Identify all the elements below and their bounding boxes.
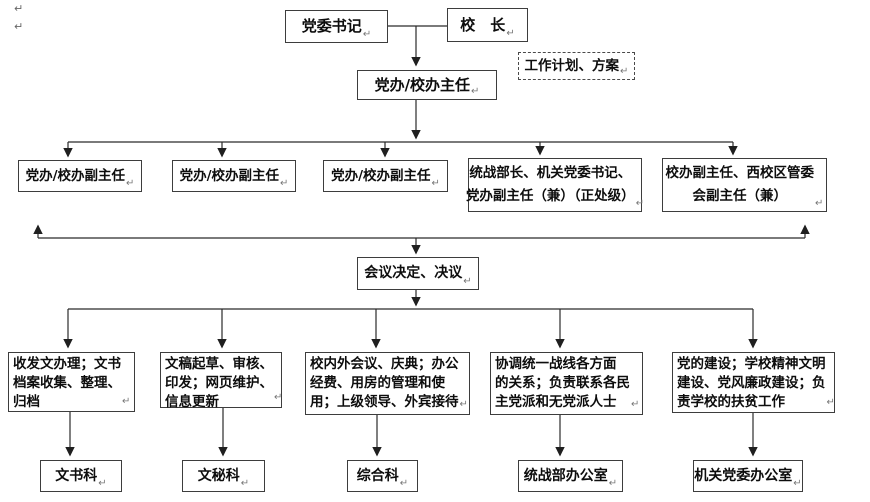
node-label: 统战部长、机关党委书记、 党办副主任（兼）（正处级） bbox=[465, 165, 635, 204]
duty-meetings-funds: 校内外会议、庆典；办公 经费、用房的管理和使 用；上级领导、外宾接待↵ bbox=[305, 352, 470, 415]
node-label: 党办/校办副主任 bbox=[25, 167, 126, 184]
duty-document-handling: 收发文办理；文书 档案收集、整理、 归档↵ bbox=[8, 352, 135, 412]
return-mark: ↵ bbox=[631, 399, 640, 410]
dept-label: 文书科 bbox=[55, 467, 98, 484]
duty-label: 文稿起草、审核、 印发；网页维护、 信息更新 bbox=[165, 356, 273, 410]
node-label: 党办/校办主任 bbox=[374, 75, 471, 94]
duty-label: 收发文办理；文书 档案收集、整理、 归档 bbox=[13, 356, 121, 410]
duty-label: 校内外会议、庆典；办公 经费、用房的管理和使 用；上级领导、外宾接待 bbox=[310, 356, 459, 410]
return-mark: ↵ bbox=[274, 392, 283, 403]
duty-drafting-web: 文稿起草、审核、 印发；网页维护、 信息更新↵ bbox=[160, 352, 283, 410]
duty-label: 协调统一战线各方面 的关系；负责联系各民 主党派和无党派人士 bbox=[495, 356, 630, 410]
node-meeting-decision: 会议决定、决议↵ bbox=[357, 257, 479, 290]
return-mark: ↵ bbox=[280, 178, 289, 189]
return-mark: ↵ bbox=[459, 399, 468, 410]
paragraph-mark: ↵ bbox=[14, 20, 24, 33]
node-west-campus-deputy: 校办副主任、西校区管委 会副主任（兼）↵ bbox=[662, 158, 827, 212]
dept-united-front-office: 统战部办公室↵ bbox=[518, 460, 623, 492]
node-label: 会议决定、决议 bbox=[364, 265, 463, 282]
dept-general-section: 综合科↵ bbox=[347, 460, 418, 492]
return-mark: ↵ bbox=[122, 396, 131, 407]
return-mark: ↵ bbox=[362, 29, 372, 40]
duty-party-building: 党的建设；学校精神文明 建设、党风廉政建设；负 责学校的扶贫工作↵ bbox=[672, 352, 835, 413]
annotation-work-plan: 工作计划、方案↵ bbox=[518, 52, 635, 80]
node-president: 校 长↵ bbox=[447, 8, 528, 42]
return-mark: ↵ bbox=[635, 198, 645, 209]
node-deputy-director-1: 党办/校办副主任↵ bbox=[18, 160, 142, 192]
return-mark: ↵ bbox=[471, 86, 480, 97]
duty-label: 党的建设；学校精神文明 建设、党风廉政建设；负 责学校的扶贫工作 bbox=[677, 356, 826, 410]
node-label: 校 长 bbox=[460, 15, 506, 34]
return-mark: ↵ bbox=[506, 28, 515, 39]
node-label: 党办/校办副主任 bbox=[179, 167, 280, 184]
dept-document-section: 文书科↵ bbox=[40, 460, 122, 492]
node-deputy-director-2: 党办/校办副主任↵ bbox=[172, 160, 296, 192]
dept-label: 文秘科 bbox=[197, 467, 240, 484]
return-mark: ↵ bbox=[826, 397, 835, 408]
node-office-director: 党办/校办主任↵ bbox=[357, 70, 497, 100]
return-mark: ↵ bbox=[98, 478, 107, 489]
return-mark: ↵ bbox=[240, 478, 250, 489]
dept-label: 综合科 bbox=[356, 467, 399, 484]
return-mark: ↵ bbox=[608, 478, 618, 489]
dept-secretarial-section: 文秘科↵ bbox=[182, 460, 265, 492]
return-mark: ↵ bbox=[399, 478, 409, 489]
dept-label: 统战部办公室 bbox=[523, 467, 608, 484]
dept-label: 机关党委办公室 bbox=[694, 467, 793, 484]
node-party-secretary: 党委书记↵ bbox=[285, 10, 388, 43]
node-label: 校办副主任、西校区管委 会副主任（兼） bbox=[665, 165, 815, 204]
return-mark: ↵ bbox=[793, 478, 802, 489]
annotation-label: 工作计划、方案 bbox=[524, 57, 620, 74]
return-mark: ↵ bbox=[463, 276, 472, 287]
return-mark: ↵ bbox=[126, 178, 135, 189]
node-label: 党委书记 bbox=[301, 17, 362, 36]
node-label: 党办/校办副主任 bbox=[331, 167, 431, 184]
duty-united-front-relations: 协调统一战线各方面 的关系；负责联系各民 主党派和无党派人士↵ bbox=[490, 352, 643, 415]
dept-party-committee-office: 机关党委办公室↵ bbox=[693, 460, 803, 492]
return-mark: ↵ bbox=[620, 66, 629, 77]
node-deputy-director-3: 党办/校办副主任↵ bbox=[323, 160, 448, 192]
return-mark: ↵ bbox=[431, 178, 440, 189]
node-united-front-minister: 统战部长、机关党委书记、 党办副主任（兼）（正处级）↵ bbox=[465, 158, 645, 212]
return-mark: ↵ bbox=[815, 198, 824, 209]
paragraph-mark: ↵ bbox=[14, 2, 24, 15]
